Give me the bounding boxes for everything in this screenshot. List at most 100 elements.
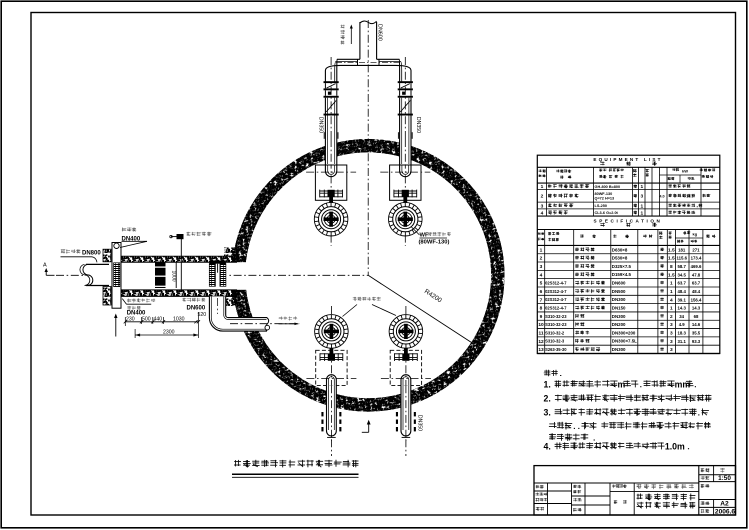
svg-text:63.7: 63.7	[692, 281, 701, 286]
svg-text:DN600: DN600	[612, 281, 626, 286]
svg-text:4: 4	[540, 272, 543, 278]
svg-text:S310-32-23: S310-32-23	[545, 322, 567, 327]
svg-text:35.5: 35.5	[692, 331, 701, 336]
svg-text:63.7: 63.7	[678, 281, 687, 286]
svg-text:7: 7	[540, 297, 543, 303]
svg-text:13: 13	[538, 347, 544, 353]
svg-text:1.5: 1.5	[668, 247, 675, 253]
svg-text:173.4: 173.4	[691, 256, 702, 261]
svg-text:S310-32-2: S310-32-2	[545, 330, 565, 335]
svg-text:(80WF-130): (80WF-130)	[419, 240, 450, 246]
svg-text:m: m	[618, 380, 626, 390]
svg-text:2300: 2300	[163, 330, 175, 336]
svg-text:02S312-4-7: 02S312-4-7	[545, 281, 567, 286]
svg-text:1030: 1030	[173, 316, 185, 322]
svg-text:39.1: 39.1	[678, 297, 687, 302]
svg-text:14.3: 14.3	[692, 306, 701, 311]
svg-text:1:50: 1:50	[718, 475, 731, 482]
svg-text:1.5: 1.5	[668, 256, 675, 262]
svg-text:3: 3	[670, 322, 673, 328]
svg-text:12: 12	[538, 339, 544, 345]
svg-text:47.8: 47.8	[692, 272, 701, 277]
svg-text:4: 4	[670, 297, 673, 303]
svg-text:1: 1	[640, 210, 643, 216]
svg-text:DN350: DN350	[415, 117, 421, 133]
svg-text:DN200: DN200	[612, 322, 626, 327]
svg-text:CL3-6 G=2.0t: CL3-6 G=2.0t	[595, 211, 619, 215]
svg-text:DN300: DN300	[612, 347, 626, 352]
svg-text:48.4: 48.4	[678, 289, 687, 294]
svg-text:DN300×200: DN300×200	[612, 330, 636, 335]
svg-text:DN600: DN600	[187, 306, 206, 312]
svg-text:D325×7.5: D325×7.5	[612, 264, 632, 269]
svg-text:1000: 1000	[171, 270, 177, 281]
svg-text:1.0m: 1.0m	[665, 442, 685, 452]
svg-text:1: 1	[541, 184, 544, 190]
svg-text:4.0: 4.0	[659, 194, 664, 198]
svg-text:4.9: 4.9	[679, 322, 686, 327]
svg-text:kg: kg	[693, 232, 698, 237]
svg-text:SPECIFICATION: SPECIFICATION	[594, 218, 663, 223]
svg-text:LS-250: LS-250	[595, 204, 607, 208]
svg-text:520: 520	[198, 312, 207, 318]
svg-text:DN500: DN500	[612, 289, 626, 294]
svg-text:1: 1	[640, 184, 643, 190]
svg-text:469.6: 469.6	[691, 264, 702, 269]
svg-text:Q=72 H=13: Q=72 H=13	[595, 196, 615, 200]
svg-text:181: 181	[678, 247, 686, 252]
svg-text:3: 3	[670, 347, 673, 353]
svg-text:DN800: DN800	[82, 250, 101, 256]
svg-text:1: 1	[670, 281, 673, 287]
svg-text:31.1: 31.1	[678, 339, 687, 344]
svg-text:3: 3	[541, 203, 544, 209]
svg-text:D530×8: D530×8	[612, 256, 628, 261]
svg-text:2: 2	[541, 194, 544, 200]
svg-text:2: 2	[670, 314, 673, 320]
svg-text:80WF-130: 80WF-130	[595, 192, 613, 196]
svg-text:1: 1	[670, 306, 673, 312]
svg-text:440: 440	[154, 316, 163, 322]
svg-text:6: 6	[540, 289, 543, 295]
svg-text:500: 500	[142, 316, 151, 322]
svg-text:DN350: DN350	[416, 415, 422, 431]
svg-text:34.5: 34.5	[678, 272, 687, 277]
svg-text:3.: 3.	[544, 408, 551, 418]
svg-text:3: 3	[540, 264, 543, 270]
svg-text:D630×8: D630×8	[612, 247, 628, 252]
svg-text:DN400: DN400	[122, 236, 141, 242]
svg-text:DN300×7.5L: DN300×7.5L	[612, 339, 637, 344]
svg-text:1.: 1.	[544, 380, 551, 390]
svg-text:2006.6: 2006.6	[715, 509, 736, 516]
svg-text:kW: kW	[682, 169, 688, 174]
svg-text:3: 3	[640, 194, 643, 200]
svg-text:D159×4.5: D159×4.5	[612, 272, 632, 277]
svg-text:10: 10	[538, 322, 544, 328]
svg-text:230: 230	[126, 316, 135, 322]
svg-text:1: 1	[540, 247, 543, 253]
svg-text:mm: mm	[675, 380, 691, 390]
svg-text:DN300: DN300	[612, 314, 626, 319]
svg-text:DN150: DN150	[612, 306, 626, 311]
svg-text:8: 8	[670, 264, 673, 270]
svg-text:1: 1	[640, 203, 643, 209]
svg-text:S310-32-3: S310-32-3	[545, 339, 565, 344]
svg-text:14.3: 14.3	[678, 306, 687, 311]
svg-text:18.3: 18.3	[678, 331, 687, 336]
svg-text:WF: WF	[420, 233, 429, 239]
svg-text:2: 2	[540, 256, 543, 262]
svg-text:5: 5	[540, 281, 543, 287]
svg-text:02S312-4-7: 02S312-4-7	[545, 306, 567, 311]
svg-text:115.6: 115.6	[676, 256, 687, 261]
svg-text:156.4: 156.4	[691, 297, 702, 302]
svg-text:11: 11	[538, 331, 543, 337]
svg-text:68: 68	[694, 314, 699, 319]
svg-text:A: A	[43, 263, 47, 269]
svg-text:S310-32-23: S310-32-23	[545, 314, 567, 319]
svg-text:3: 3	[670, 331, 673, 337]
svg-text:DN600: DN600	[377, 24, 383, 41]
svg-text:02S312-4-7: 02S312-4-7	[545, 289, 567, 294]
svg-text:DN300: DN300	[612, 297, 626, 302]
svg-text:8: 8	[540, 306, 543, 312]
svg-text:S263-35-30: S263-35-30	[545, 347, 567, 352]
svg-text:02S312-4-7: 02S312-4-7	[545, 297, 567, 302]
